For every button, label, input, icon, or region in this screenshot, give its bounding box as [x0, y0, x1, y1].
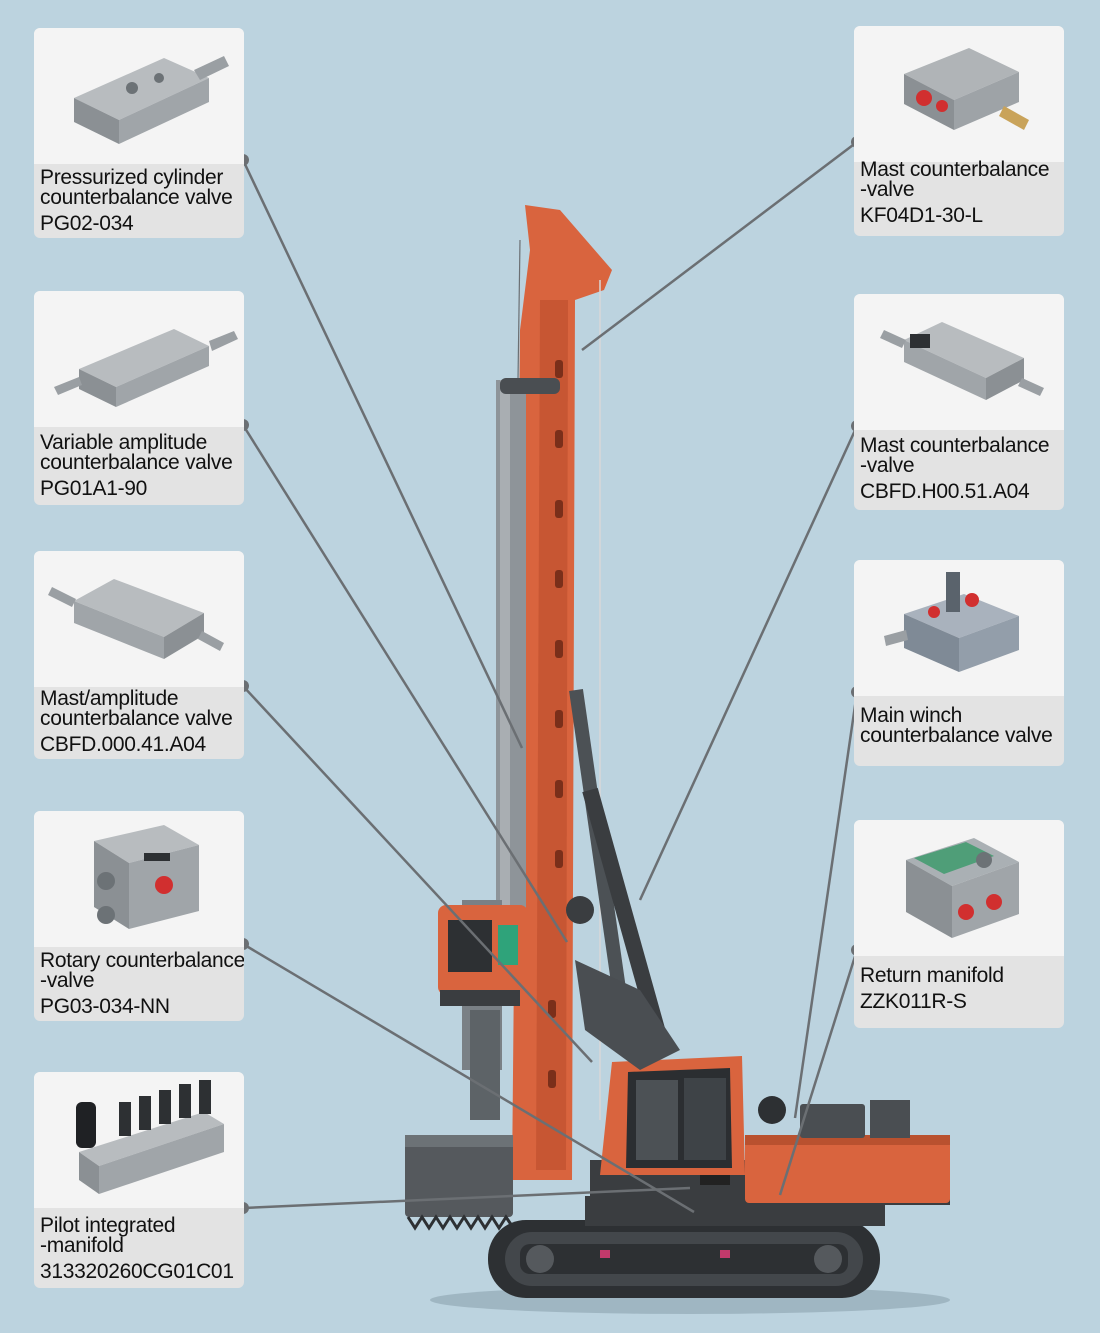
- component-name-line: counterbalance valve: [40, 451, 233, 474]
- component-label: Return manifold ZZK011R-S: [860, 964, 1062, 1013]
- manifold-icon: [884, 572, 1019, 672]
- component-label: Pressurized cylinder counterbalance valv…: [40, 166, 242, 235]
- component-code: PG02-034: [40, 212, 134, 235]
- leader-line: [778, 949, 859, 1196]
- component-name-line: counterbalance valve: [40, 707, 233, 730]
- component-photo: [34, 291, 244, 427]
- component-card: Variable amplitude counterbalance valve …: [34, 291, 244, 505]
- component-name-line: Mast counterbalance: [860, 434, 1050, 457]
- crawler-track: [488, 1220, 880, 1298]
- operator-cab: [600, 1056, 745, 1175]
- component-photo: [34, 1072, 244, 1208]
- mast: [512, 205, 612, 1180]
- component-photo: [854, 820, 1064, 956]
- valve-block-icon: [54, 329, 238, 407]
- component-card: Pressurized cylinder counterbalance valv…: [34, 28, 244, 238]
- component-name-line: counterbalance valve: [40, 186, 233, 209]
- component-name-line: Pressurized cylinder: [40, 166, 224, 189]
- leader-line: [242, 942, 695, 1214]
- component-name-line: -valve: [860, 454, 915, 477]
- component-code: CBFD.H00.51.A04: [860, 480, 1030, 503]
- component-code: ZZK011R-S: [860, 990, 967, 1013]
- valve-block-icon: [94, 825, 199, 929]
- component-label: Variable amplitude counterbalance valve …: [40, 431, 242, 500]
- component-name-line: -valve: [40, 969, 95, 992]
- component-card: Rotary counterbalance -valve PG03-034-NN: [34, 811, 244, 1021]
- component-name-line: Pilot integrated: [40, 1214, 176, 1237]
- leader-line: [241, 424, 569, 943]
- leader-line: [241, 159, 524, 749]
- component-label: Mast/amplitude counterbalance valve CBFD…: [40, 687, 242, 756]
- component-name-line: counterbalance valve: [860, 724, 1053, 747]
- component-code: PG03-034-NN: [40, 995, 170, 1018]
- component-code: 313320260CG01C01: [40, 1260, 234, 1283]
- component-label: Rotary counterbalance -valve PG03-034-NN: [40, 949, 244, 1018]
- component-name-line: Variable amplitude: [40, 431, 207, 454]
- component-photo: [854, 560, 1064, 696]
- component-label: Main winch counterbalance valve: [860, 704, 1062, 747]
- component-code: PG01A1-90: [40, 477, 148, 500]
- valve-block-icon: [48, 579, 224, 659]
- leader-line: [581, 141, 858, 351]
- component-name-line: -valve: [860, 178, 915, 201]
- component-photo: [34, 811, 244, 947]
- valve-block-icon: [904, 48, 1029, 130]
- component-label: Mast counterbalance -valve CBFD.H00.51.A…: [860, 434, 1062, 503]
- manifold-icon: [906, 838, 1019, 938]
- component-card: Pilot integrated -manifold 313320260CG01…: [34, 1072, 244, 1288]
- component-name-line: Main winch: [860, 704, 963, 727]
- leader-lines: [237, 136, 863, 1214]
- leader-line: [242, 685, 593, 1063]
- component-name-line: -manifold: [40, 1234, 124, 1257]
- component-photo: [34, 551, 244, 687]
- component-code: KF04D1-30-L: [860, 204, 983, 227]
- luffing-cylinders: [566, 689, 680, 1070]
- component-name-line: Mast/amplitude: [40, 687, 179, 710]
- valve-block-icon: [74, 56, 229, 144]
- leader-line: [242, 1186, 691, 1210]
- component-card: Mast counterbalance -valve CBFD.H00.51.A…: [854, 294, 1064, 510]
- component-photo: [854, 26, 1064, 162]
- component-photo: [854, 294, 1064, 430]
- component-name-line: Mast counterbalance: [860, 158, 1050, 181]
- leader-line: [638, 425, 859, 901]
- component-card: Mast counterbalance -valve KF04D1-30-L: [854, 26, 1064, 236]
- component-card: Main winch counterbalance valve: [854, 560, 1064, 766]
- power-head: [438, 905, 528, 1006]
- rotary-drilling-rig: [405, 205, 950, 1314]
- drill-bucket: [405, 1135, 514, 1231]
- component-name-line: Rotary counterbalance: [40, 949, 244, 972]
- valve-block-icon: [880, 322, 1044, 400]
- leader-line: [793, 691, 859, 1119]
- component-label: Mast counterbalance -valve KF04D1-30-L: [860, 158, 1062, 227]
- component-name-line: Return manifold: [860, 964, 1004, 987]
- component-label: Pilot integrated -manifold 313320260CG01…: [40, 1214, 242, 1283]
- component-code: CBFD.000.41.A04: [40, 733, 206, 756]
- component-card: Return manifold ZZK011R-S: [854, 820, 1064, 1028]
- manifold-icon: [76, 1080, 224, 1194]
- component-card: Mast/amplitude counterbalance valve CBFD…: [34, 551, 244, 759]
- component-photo: [34, 28, 244, 164]
